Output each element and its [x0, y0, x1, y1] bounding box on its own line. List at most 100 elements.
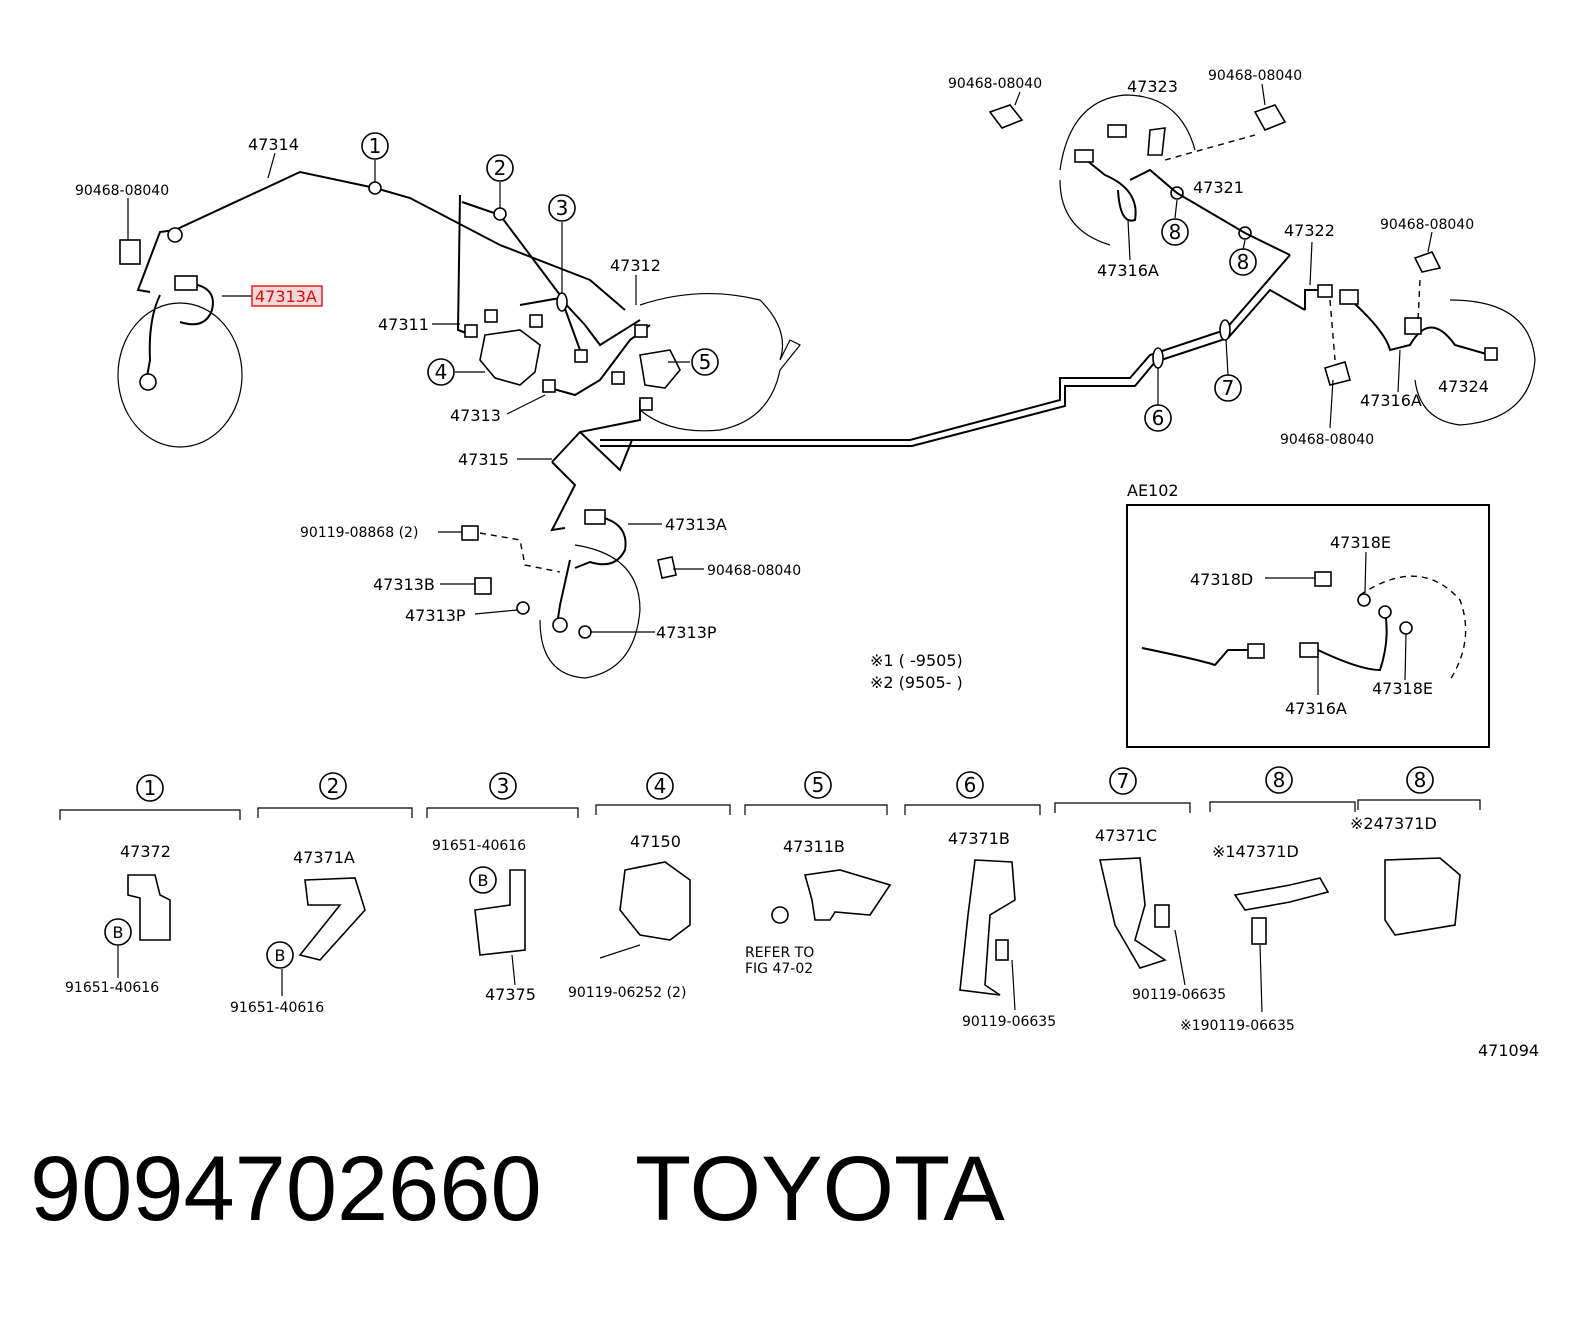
- svg-text:47371C: 47371C: [1095, 826, 1157, 845]
- rear-right-brake-area: [988, 94, 1287, 246]
- clamp-47372: [127, 874, 171, 941]
- svg-text:4: 4: [654, 774, 667, 798]
- inset-fitting: [1247, 643, 1265, 659]
- highlight-box: [251, 285, 323, 307]
- bolt: [1251, 917, 1267, 945]
- left-caliper-fitting: [139, 373, 157, 391]
- inset-hose: [1317, 611, 1388, 672]
- valve-47150: [619, 861, 691, 941]
- bolt-90119-08868: [461, 525, 479, 541]
- inset-frame: [1126, 504, 1490, 748]
- label-47315: 47315: [458, 450, 509, 469]
- fitting: [529, 314, 543, 328]
- svg-text:4: 4: [435, 360, 448, 384]
- svg-text:B: B: [478, 871, 489, 890]
- flex-hose-47316A-right: [1344, 294, 1491, 356]
- clip-point-2: [493, 207, 507, 221]
- hose-fitting: [174, 275, 198, 291]
- rear-left-brake-area: [1304, 251, 1536, 426]
- part-number: 9094702660: [30, 1138, 542, 1240]
- cap-47313P: [516, 601, 530, 615]
- line-to-hose: [550, 461, 577, 532]
- svg-text:※247371D: ※247371D: [1350, 814, 1437, 833]
- bolt: [995, 939, 1009, 961]
- clip-point-1: [368, 181, 382, 195]
- clip-point-6: [1152, 347, 1164, 369]
- label-47313A: 47313A: [665, 515, 727, 534]
- label-90119-08868: 90119-08868 (2): [300, 525, 418, 541]
- note-2: ※2 (9505- ): [870, 673, 963, 692]
- svg-text:90119-06635: 90119-06635: [962, 1014, 1056, 1030]
- label-90468-top1: 90468-08040: [948, 76, 1042, 92]
- brand-name: TOYOTA: [635, 1138, 1005, 1240]
- inset-washer: [1357, 593, 1371, 607]
- leader-lines: [127, 83, 1433, 633]
- bottom-group-8a: 8 ※147371D ※190119-06635: [1180, 766, 1356, 1034]
- inset-title: AE102: [1127, 481, 1179, 500]
- clip-point-3: [556, 292, 568, 312]
- line-47322: [1304, 289, 1320, 310]
- clamp-47371A: [298, 877, 366, 961]
- fitting: [1107, 124, 1127, 138]
- fitting: [574, 349, 588, 363]
- label-47313A-highlighted: 47313A: [255, 287, 317, 306]
- inset-fitting: [1299, 642, 1319, 658]
- fitting: [1484, 347, 1498, 361]
- inset-bolt: [1314, 571, 1332, 587]
- svg-text:※190119-06635: ※190119-06635: [1180, 1018, 1295, 1034]
- hose-lower: [556, 559, 571, 626]
- callout-2: 2: [486, 154, 514, 182]
- brake-line-47312: [519, 296, 641, 347]
- svg-text:6: 6: [1152, 406, 1165, 430]
- callouts: 1 2 3 4 5 6 7 8 8: [361, 132, 1257, 432]
- fitting: [1339, 289, 1359, 305]
- svg-text:8: 8: [1237, 250, 1250, 274]
- rear-right-rotor-b: [1059, 179, 1111, 246]
- left-flex-hose-lower: [145, 294, 161, 383]
- nut: [771, 906, 789, 924]
- label-90468-top2: 90468-08040: [1208, 68, 1302, 84]
- svg-text:※147371D: ※147371D: [1212, 842, 1299, 861]
- clamp-47371D-1: [1233, 877, 1330, 911]
- svg-text:8: 8: [1414, 768, 1427, 792]
- svg-text:6: 6: [964, 773, 977, 797]
- svg-text:8: 8: [1273, 768, 1286, 792]
- bottom-group-5: 5 47311B REFER TO FIG 47-02: [744, 771, 892, 977]
- label-90468-right: 90468-08040: [1380, 217, 1474, 233]
- label-90468-mid: 90468-08040: [707, 563, 801, 579]
- label-47311: 47311: [378, 315, 429, 334]
- clamp-47371B: [959, 859, 1016, 996]
- inset-label-47316A: 47316A: [1285, 699, 1347, 718]
- proportioning-valve-47150: [479, 329, 541, 386]
- line-fitting: [167, 227, 183, 243]
- left-flex-hose: [179, 282, 214, 326]
- rear-line-b: [600, 288, 1306, 447]
- callout-4: 4: [427, 358, 455, 386]
- brake-booster: [639, 292, 801, 432]
- brake-line-47314: [136, 170, 626, 311]
- svg-text:8: 8: [1169, 220, 1182, 244]
- label-47324: 47324: [1438, 377, 1489, 396]
- svg-text:B: B: [275, 946, 286, 965]
- fitting: [484, 309, 498, 323]
- clip-47371D-2: [1384, 857, 1461, 936]
- label-90468-top-left: 90468-08040: [75, 183, 169, 199]
- bottom-group-3: 3 91651-40616 B 47375: [426, 772, 579, 1004]
- label-47313: 47313: [450, 406, 501, 425]
- caliper-fitting: [552, 617, 568, 633]
- callout-8a: 8: [1161, 218, 1189, 246]
- label-47323: 47323: [1127, 77, 1178, 96]
- rear-right-rotor: [1059, 94, 1196, 171]
- label-47313P-right: 47313P: [656, 623, 717, 642]
- svg-text:1: 1: [369, 134, 382, 158]
- bottom-group-2: 2 47371A B 91651-40616: [230, 772, 413, 1016]
- svg-text:91651-40616: 91651-40616: [432, 838, 526, 854]
- clamp-47371C: [1099, 857, 1167, 969]
- clamp-47375: [474, 869, 526, 956]
- bottom-group-1: 1 47372 B 91651-40616: [59, 774, 241, 996]
- svg-text:47372: 47372: [120, 842, 171, 861]
- inset-caliper-fitting: [1378, 605, 1392, 619]
- svg-text:3: 3: [556, 196, 569, 220]
- label-47322: 47322: [1284, 221, 1335, 240]
- label-47321: 47321: [1193, 178, 1244, 197]
